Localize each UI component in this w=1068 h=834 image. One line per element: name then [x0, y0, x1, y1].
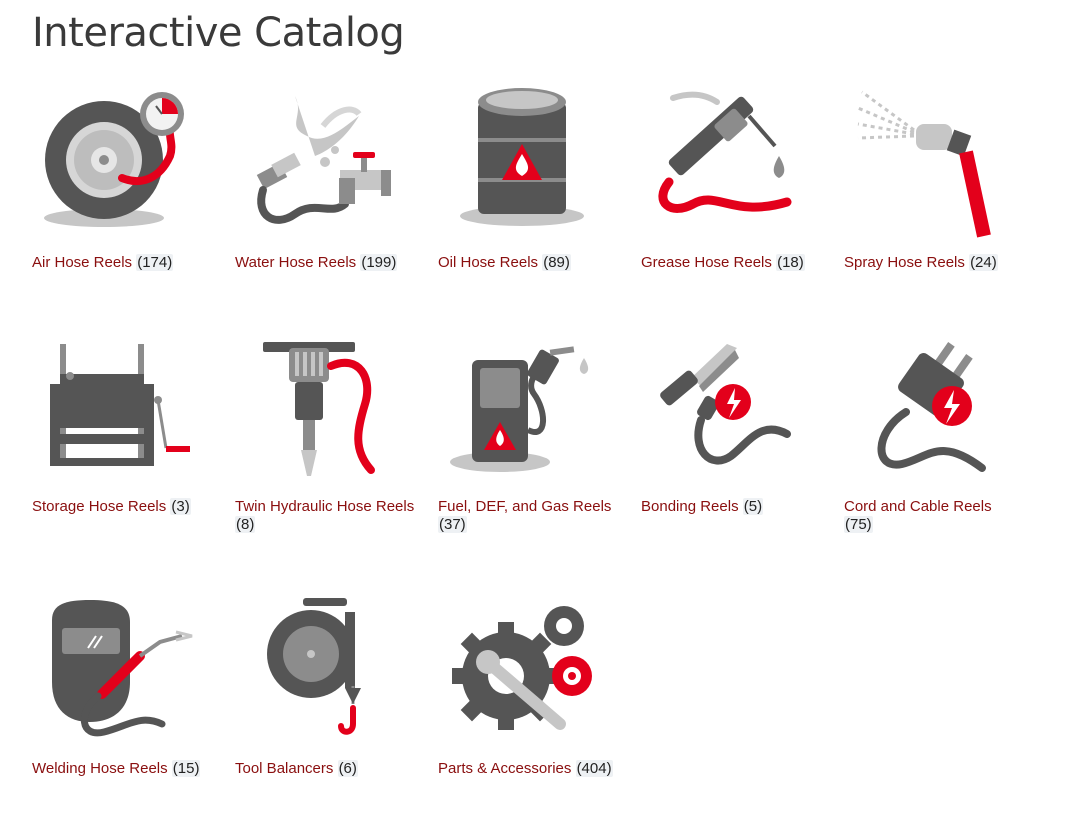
item-count: (199)	[360, 254, 398, 271]
item-name: Oil Hose Reels	[438, 254, 539, 271]
item-label: Parts & Accessories (404)	[438, 760, 618, 778]
item-count: (6)	[337, 760, 358, 777]
hydraulic-hose-reel-icon	[235, 330, 405, 482]
cord-cable-reel-icon	[844, 330, 1014, 482]
item-name: Fuel, DEF, and Gas Reels	[438, 498, 612, 515]
storage-hose-reel-icon	[32, 330, 202, 482]
page-title: Interactive Catalog	[32, 10, 405, 56]
item-name: Water Hose Reels	[235, 254, 357, 271]
item-name: Parts & Accessories	[438, 760, 572, 777]
catalog-item-welding-hose-reels[interactable]: Welding Hose Reels (15)	[32, 592, 222, 802]
bonding-reel-icon	[641, 330, 811, 482]
item-label: Twin Hydraulic Hose Reels (8)	[235, 498, 415, 534]
item-label: Tool Balancers (6)	[235, 760, 415, 778]
item-label: Oil Hose Reels (89)	[438, 254, 618, 272]
catalog-item-cord-and-cable-reels[interactable]: Cord and Cable Reels (75)	[844, 330, 1034, 540]
item-count: (174)	[136, 254, 174, 271]
catalog-item-grease-hose-reels[interactable]: Grease Hose Reels (18)	[641, 86, 831, 276]
catalog-item-water-hose-reels[interactable]: Water Hose Reels (199)	[235, 86, 425, 276]
item-count: (75)	[844, 516, 873, 533]
grease-hose-reel-icon	[641, 86, 811, 238]
fuel-reel-icon	[438, 330, 608, 482]
item-count: (3)	[170, 498, 191, 515]
item-name: Bonding Reels	[641, 498, 739, 515]
spray-hose-reel-icon	[844, 86, 1014, 238]
item-label: Cord and Cable Reels (75)	[844, 498, 1024, 534]
item-label: Air Hose Reels (174)	[32, 254, 212, 272]
item-name: Spray Hose Reels	[844, 254, 965, 271]
water-hose-reel-icon	[235, 86, 405, 238]
item-label: Welding Hose Reels (15)	[32, 760, 212, 778]
catalog-item-air-hose-reels[interactable]: Air Hose Reels (174)	[32, 86, 222, 276]
catalog-item-tool-balancers[interactable]: Tool Balancers (6)	[235, 592, 425, 802]
item-count: (18)	[776, 254, 805, 271]
tool-balancer-icon	[235, 592, 405, 744]
item-name: Air Hose Reels	[32, 254, 133, 271]
item-name: Twin Hydraulic Hose Reels	[235, 498, 415, 515]
item-count: (24)	[969, 254, 998, 271]
catalog-item-bonding-reels[interactable]: Bonding Reels (5)	[641, 330, 831, 540]
item-name: Welding Hose Reels	[32, 760, 168, 777]
oil-hose-reel-icon	[438, 86, 608, 238]
item-count: (8)	[235, 516, 256, 533]
item-count: (89)	[542, 254, 571, 271]
item-label: Spray Hose Reels (24)	[844, 254, 1024, 272]
item-name: Cord and Cable Reels	[844, 498, 992, 515]
catalog-item-parts-and-accessories[interactable]: Parts & Accessories (404)	[438, 592, 628, 802]
catalog-item-fuel-def-gas-reels[interactable]: Fuel, DEF, and Gas Reels (37)	[438, 330, 628, 540]
item-label: Water Hose Reels (199)	[235, 254, 415, 272]
catalog-item-spray-hose-reels[interactable]: Spray Hose Reels (24)	[844, 86, 1034, 276]
item-count: (404)	[575, 760, 613, 777]
item-label: Storage Hose Reels (3)	[32, 498, 212, 516]
item-count: (15)	[171, 760, 201, 777]
catalog-item-storage-hose-reels[interactable]: Storage Hose Reels (3)	[32, 330, 222, 540]
item-name: Storage Hose Reels	[32, 498, 167, 515]
item-label: Fuel, DEF, and Gas Reels (37)	[438, 498, 618, 534]
item-count: (37)	[438, 516, 467, 533]
welding-hose-reel-icon	[32, 592, 202, 744]
item-name: Tool Balancers	[235, 760, 334, 777]
item-count: (5)	[742, 498, 764, 515]
parts-accessories-icon	[438, 592, 608, 744]
catalog-item-oil-hose-reels[interactable]: Oil Hose Reels (89)	[438, 86, 628, 276]
item-name: Grease Hose Reels	[641, 254, 772, 271]
air-hose-reel-icon	[32, 86, 202, 238]
catalog-item-twin-hydraulic-hose-reels[interactable]: Twin Hydraulic Hose Reels (8)	[235, 330, 425, 540]
item-label: Bonding Reels (5)	[641, 498, 821, 516]
item-label: Grease Hose Reels (18)	[641, 254, 821, 272]
